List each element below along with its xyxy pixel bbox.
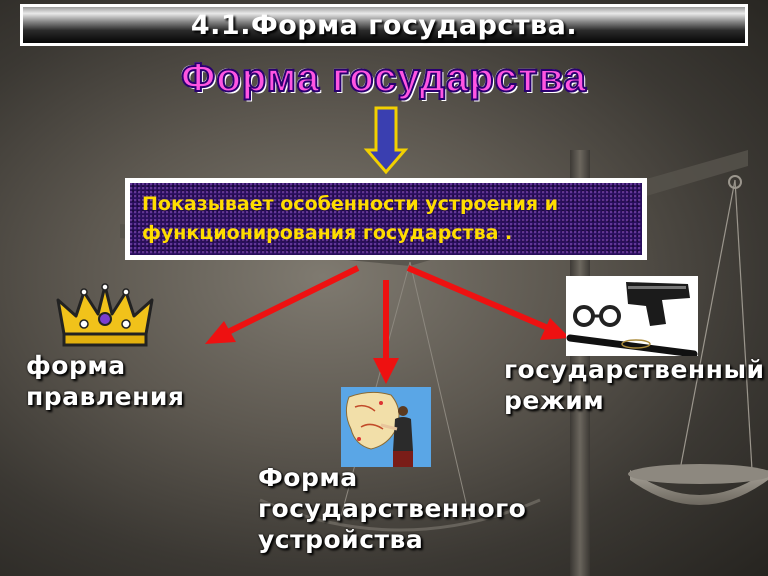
title-bar: 4.1.Форма государства. [20, 4, 748, 46]
down-arrow-icon [363, 106, 409, 175]
label-form-of-government: форма правления [26, 351, 185, 411]
diagram-heading: Форма государства [180, 55, 587, 101]
label-political-regime: государственный режим [504, 355, 765, 415]
map-teacher-icon [341, 387, 431, 467]
branch-arrow-right [406, 265, 570, 340]
label-state-structure: Форма государственного устройства [258, 463, 527, 554]
slide-title: 4.1.Форма государства. [190, 9, 578, 41]
definition-text: Показывает особенности устроения и функц… [142, 193, 559, 244]
definition-box: Показывает особенности устроения и функц… [125, 178, 647, 260]
branch-arrow-left [205, 265, 360, 344]
pistol-handcuffs-icon [566, 276, 698, 356]
branch-arrow-center [373, 280, 399, 384]
